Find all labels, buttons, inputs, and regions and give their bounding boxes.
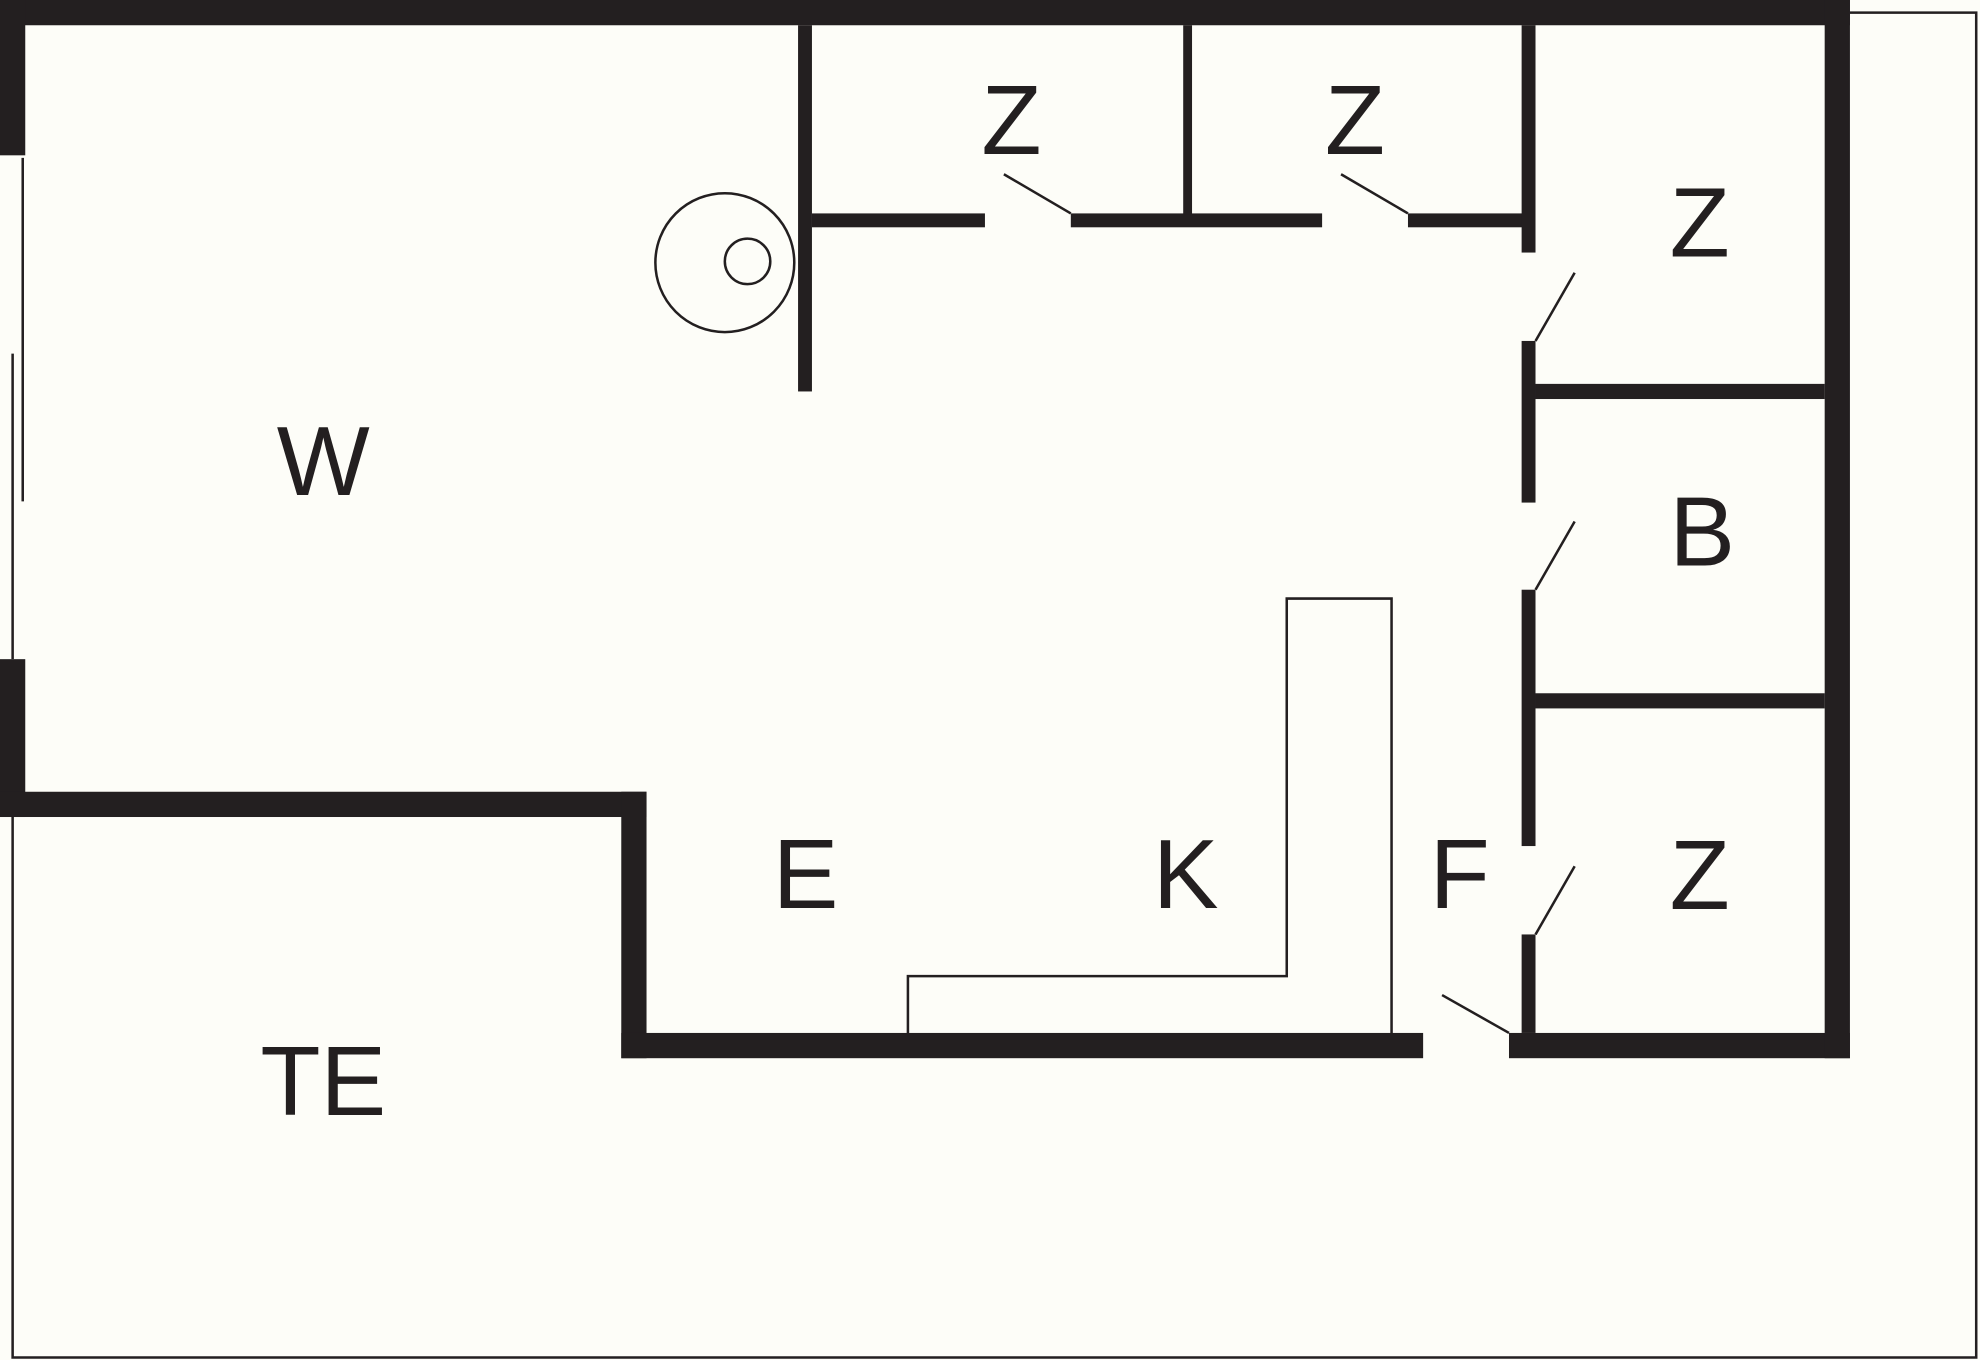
room-label-dining: E [773,819,839,929]
wall-dining-left [621,791,647,1059]
door-swing-icon [1534,865,1576,936]
wall-bath-bottom [1535,693,1825,709]
room-label-bedroom: Z [1670,820,1730,930]
room-label-bedroom: Z [981,65,1041,175]
wall-corridor [1521,340,1536,503]
wall-corridor [1521,589,1536,847]
wall-bedrooms [1070,213,1323,228]
stove-icon [654,191,796,334]
wall-partition [798,25,812,392]
wall-bottom [621,1032,1424,1059]
door-swing-icon [1003,173,1072,215]
wall-bedrooms [1407,213,1528,228]
room-label-bathroom: B [1669,477,1735,587]
wall-living-bottom [0,791,647,818]
terrace-outline [11,11,1978,1359]
doors [1003,173,1576,1035]
wall-bedroom-divider [1183,25,1193,215]
room-label-bedroom: Z [1325,65,1385,175]
wall-corridor [1521,934,1536,1033]
room-label-hall: F [1430,819,1490,929]
wall-left-upper [0,0,26,156]
kitchen-counter [906,597,1393,1033]
door-swing-icon [1534,520,1576,591]
door-swing-icon [1534,272,1576,342]
room-label-kitchen: K [1153,819,1219,929]
wall-corridor [1521,25,1536,253]
room-label-living: W [277,406,370,516]
room-label-bedroom: Z [1670,167,1730,277]
wall-bedrooms [811,213,985,228]
wall-left-lower [0,659,26,818]
walls [0,0,1850,1059]
stove-flue-icon [723,237,772,286]
wall-bottom-right [1508,1032,1850,1059]
door-swing-icon [1441,993,1510,1035]
wall-right [1824,0,1850,1059]
wall-bath-top [1535,383,1825,400]
door-swing-icon [1340,173,1409,215]
room-label-terrace: TE [260,1026,386,1136]
wall-top [0,0,1850,26]
